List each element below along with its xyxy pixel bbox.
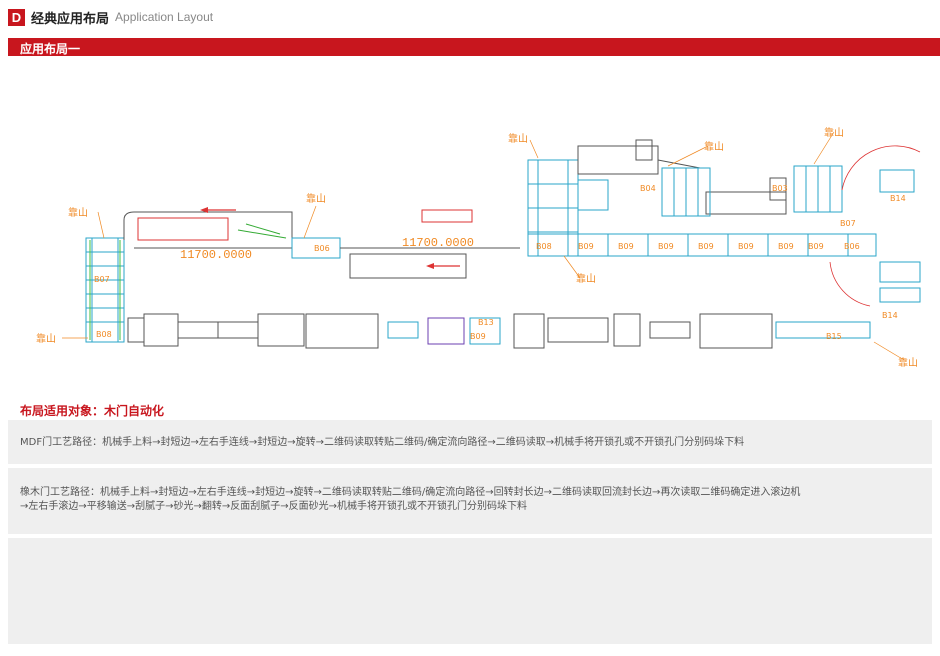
left-conveyor — [85, 237, 125, 343]
station-label: B06 — [314, 244, 330, 253]
station-label: B04 — [640, 184, 656, 193]
wall-label: 靠山 — [898, 356, 918, 369]
station-label: B14 — [882, 311, 898, 320]
robot-reach-arc-bottom — [829, 261, 871, 307]
section-header: 应用布局一 — [8, 38, 940, 56]
page-title: 经典应用布局 — [31, 11, 110, 27]
station-label: B09 — [738, 242, 754, 251]
upper-right-machinery — [577, 139, 787, 215]
main-horizontal-conveyor — [527, 233, 877, 257]
wall-label: 靠山 — [704, 140, 724, 153]
station-label: B09 — [658, 242, 674, 251]
wall-label: 靠山 — [36, 332, 56, 345]
station-label: B15 — [826, 332, 842, 341]
oak-process-panel: 橡木门工艺路径：机械手上料→封短边→左右手连线→封短边→旋转→二维码读取转贴二维… — [8, 468, 932, 534]
dimension-label-left: 11700.0000 — [180, 248, 252, 262]
station-label: B09 — [618, 242, 634, 251]
dimension-label-center: 11700.0000 — [402, 236, 474, 250]
station-label: B06 — [844, 242, 860, 251]
brand-logo: D — [8, 8, 25, 26]
callout-leaders — [62, 131, 905, 361]
station-label: B07 — [840, 219, 856, 228]
robot-reach-arc-top — [841, 145, 921, 191]
oak-process-path-line2: →左右手滚边→平移输送→刮腻子→砂光→翻转→反面刮腻子→反面砂光→机械手将开锁孔… — [20, 501, 528, 512]
page-header: D 经典应用布局 Application Layout — [8, 8, 214, 27]
station-label: B09 — [470, 332, 486, 341]
wall-label: 靠山 — [306, 192, 326, 205]
center-vertical-conveyor — [527, 159, 609, 257]
section-title: 应用布局一 — [20, 42, 81, 56]
oak-process-path-line1: 橡木门工艺路径：机械手上料→封短边→左右手连线→封短边→旋转→二维码读取转贴二维… — [20, 487, 801, 498]
mdf-process-path: MDF门工艺路径：机械手上料→封短边→左右手连线→封短边→旋转→二维码读取转贴二… — [20, 437, 745, 448]
station-label: B09 — [578, 242, 594, 251]
station-label: B09 — [778, 242, 794, 251]
empty-panel — [8, 538, 932, 644]
station-label: B14 — [890, 194, 906, 203]
upper-left-conveyor — [123, 211, 293, 249]
mdf-process-panel: MDF门工艺路径：机械手上料→封短边→左右手连线→封短边→旋转→二维码读取转贴二… — [8, 420, 932, 464]
wall-label: 靠山 — [824, 126, 844, 139]
station-label: B13 — [478, 318, 494, 327]
layout-diagram: 11700.0000 11700.0000 — [0, 60, 940, 390]
station-label: B08 — [536, 242, 552, 251]
center-conveyor — [291, 209, 520, 279]
station-label: B07 — [94, 275, 110, 284]
wall-label: 靠山 — [68, 206, 88, 219]
upper-right-conveyors — [661, 165, 915, 217]
bottom-production-line — [127, 313, 871, 349]
station-label: B09 — [698, 242, 714, 251]
flow-arrow-head — [200, 207, 208, 213]
wall-label: 靠山 — [576, 272, 596, 285]
station-label: B09 — [808, 242, 824, 251]
factory-layout-drawing: 11700.0000 11700.0000 — [36, 126, 921, 369]
page-subtitle: Application Layout — [115, 10, 214, 24]
applicable-target: 布局适用对象：木门自动化 — [20, 404, 165, 418]
wall-label: 靠山 — [508, 132, 528, 145]
station-label: B03 — [772, 184, 788, 193]
station-label: B08 — [96, 330, 112, 339]
